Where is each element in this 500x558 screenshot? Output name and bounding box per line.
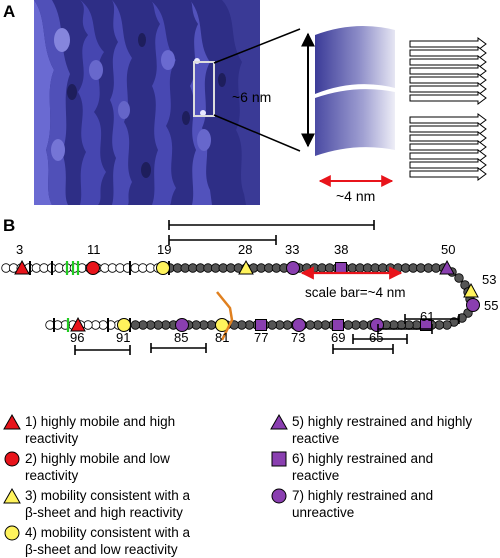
residue-label-85: 85 [174, 330, 189, 345]
residue-label-33: 33 [285, 242, 300, 257]
purple-circle-icon [271, 488, 287, 504]
residue-label-91: 91 [116, 330, 131, 345]
legend: 1) highly mobile and high reactivity 2) … [0, 408, 500, 557]
residue-label-11: 11 [87, 242, 101, 257]
residue-bead [130, 320, 141, 330]
residue-chain [1, 259, 480, 332]
strand-arrow-3 [409, 55, 487, 69]
beta-blade-bottom [315, 89, 395, 156]
panel-b: B 3 11 19 28 [0, 212, 500, 412]
beta-blade-top [315, 26, 395, 94]
marker-residue-55 [466, 298, 480, 312]
scale-bar-label: scale bar=~4 nm [305, 285, 406, 300]
top-strand-bars [168, 220, 375, 245]
legend-text-7: 7) highly restrained and unreactive [292, 488, 434, 520]
marker-residue-38 [335, 262, 347, 274]
residue-label-81: 81 [215, 330, 230, 345]
legend-text-6: 6) highly restrained and reactive [292, 451, 434, 483]
marker-residue-53 [463, 282, 479, 298]
bottom-strand-bars [74, 314, 460, 355]
zoom-line-bottom [213, 114, 301, 152]
residue-label-3: 3 [16, 242, 24, 257]
width-label: ~4 nm [336, 188, 376, 204]
marker-residue-11 [86, 261, 100, 275]
beta-strand-arrows [409, 37, 487, 181]
strand-arrow-4 [409, 64, 487, 78]
panel-a-figure [34, 0, 487, 205]
yellow-circle-icon [4, 525, 20, 541]
residue-label-73: 73 [291, 330, 306, 345]
residue-label-50: 50 [441, 242, 456, 257]
panel-b-topology-diagram [1, 220, 480, 355]
strand-arrow-6 [409, 82, 487, 96]
strand-arrow-8 [409, 113, 487, 127]
residue-label-55: 55 [484, 298, 499, 313]
marker-residue-3 [14, 259, 30, 275]
marker-residue-73 [292, 318, 306, 332]
legend-text-1: 1) highly mobile and high reactivity [25, 414, 176, 446]
marker-residue-19 [156, 261, 170, 275]
purple-square-icon [271, 451, 287, 467]
legend-text-3: 3) mobility consistent with a β-sheet an… [25, 488, 191, 520]
marker-residue-50 [439, 259, 455, 275]
yellow-triangle-icon [3, 487, 21, 504]
strand-arrow-11 [409, 140, 487, 154]
marker-residue-85 [175, 318, 189, 332]
legend-text-4: 4) mobility consistent with a β-sheet an… [25, 525, 191, 557]
strand-arrow-1 [409, 37, 487, 51]
strand-arrow-14 [409, 167, 487, 181]
panel-a: A [0, 0, 500, 210]
residue-label-69: 69 [331, 330, 346, 345]
density-map-image [34, 0, 260, 205]
marker-residue-91 [117, 318, 131, 332]
height-label: ~6 nm [232, 89, 272, 105]
red-circle-icon [4, 451, 20, 467]
salt-bridge-line [216, 291, 234, 341]
panel-b-label: B [3, 216, 16, 235]
residue-label-53: 53 [482, 272, 497, 287]
marker-residue-69 [332, 319, 344, 331]
strand-arrow-2 [409, 46, 487, 60]
selection-box [193, 61, 215, 117]
residue-label-38: 38 [334, 242, 349, 257]
residue-label-19: 19 [157, 242, 172, 257]
strand-arrow-12 [409, 149, 487, 163]
purple-triangle-icon [270, 413, 288, 430]
marker-residue-96 [70, 316, 86, 332]
zoom-line-top [213, 28, 301, 64]
residue-label-28: 28 [238, 242, 253, 257]
strand-arrow-9 [409, 122, 487, 136]
red-triangle-icon [3, 413, 21, 430]
panel-a-label: A [3, 2, 16, 21]
legend-text-2: 2) highly mobile and low reactivity [25, 451, 170, 483]
residue-bead [457, 313, 467, 323]
strand-arrow-5 [409, 73, 487, 87]
residue-label-96: 96 [70, 330, 85, 345]
legend-text-5: 5) highly restrained and highly reactive [292, 414, 473, 446]
strand-arrow-7 [409, 91, 487, 105]
strand-arrow-13 [409, 158, 487, 172]
residue-label-77: 77 [254, 330, 269, 345]
residue-label-65: 65 [369, 330, 384, 345]
residue-label-61: 61 [420, 309, 435, 324]
residue-bead [454, 273, 464, 283]
marker-residue-33 [286, 261, 300, 275]
marker-residue-77 [255, 319, 267, 331]
marker-residue-28 [238, 259, 254, 275]
strand-arrow-10 [409, 131, 487, 145]
